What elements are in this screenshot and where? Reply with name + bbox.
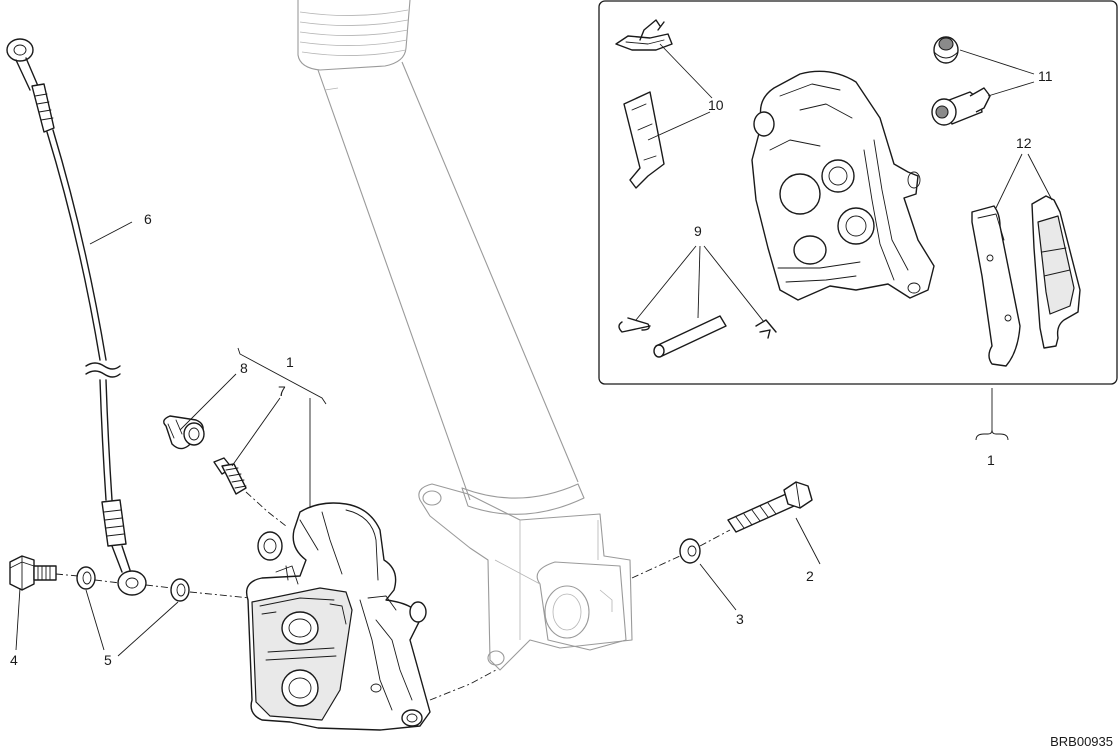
sealing-washer-right xyxy=(170,578,190,602)
pad-spring-plate xyxy=(623,91,665,189)
banjo-bolt xyxy=(9,555,57,591)
pin-clip-left xyxy=(618,317,651,333)
pad-retaining-pin xyxy=(653,315,727,358)
callout-3: 3 xyxy=(736,611,744,627)
spare-kit-frame xyxy=(598,0,1118,385)
assembly-line-banjo xyxy=(55,573,251,599)
caliper-bushing-top xyxy=(933,36,959,64)
assembly-line-bolt xyxy=(631,529,731,579)
brake-caliper-kit xyxy=(751,70,935,301)
callout-1: 1 xyxy=(286,354,294,370)
callout-8: 8 xyxy=(240,360,248,376)
fork-leg xyxy=(297,0,633,671)
brake-pad-left xyxy=(971,205,1021,367)
callout-6: 6 xyxy=(144,211,152,227)
callout-10: 10 xyxy=(708,97,724,113)
caliper-bolt-washer xyxy=(679,538,701,564)
callout-9: 9 xyxy=(694,223,702,239)
callout-7: 7 xyxy=(278,383,286,399)
leader-lines xyxy=(15,43,1053,657)
sealing-washer-left xyxy=(76,566,96,590)
caliper-bushing-bottom xyxy=(931,87,991,126)
callout-11: 11 xyxy=(1038,68,1053,84)
pin-clip-right xyxy=(755,319,777,339)
callout-4: 4 xyxy=(10,652,18,668)
assembly-line-bleed xyxy=(245,491,287,527)
brake-caliper-main xyxy=(245,502,431,731)
callout-5: 5 xyxy=(104,652,112,668)
brake-pad-right xyxy=(1031,195,1081,349)
caliper-bolt xyxy=(727,481,813,533)
bleed-screw xyxy=(213,457,247,495)
callout-2: 2 xyxy=(806,568,814,584)
callout-1-kit: 1 xyxy=(987,452,995,468)
pad-spring-clip xyxy=(615,19,673,51)
diagram-code: BRB00935 xyxy=(1050,734,1113,749)
brake-hose xyxy=(6,38,147,596)
assembly-line-caliper-mount xyxy=(429,669,497,701)
callout-12: 12 xyxy=(1016,135,1032,151)
bleed-screw-cap xyxy=(163,415,205,450)
